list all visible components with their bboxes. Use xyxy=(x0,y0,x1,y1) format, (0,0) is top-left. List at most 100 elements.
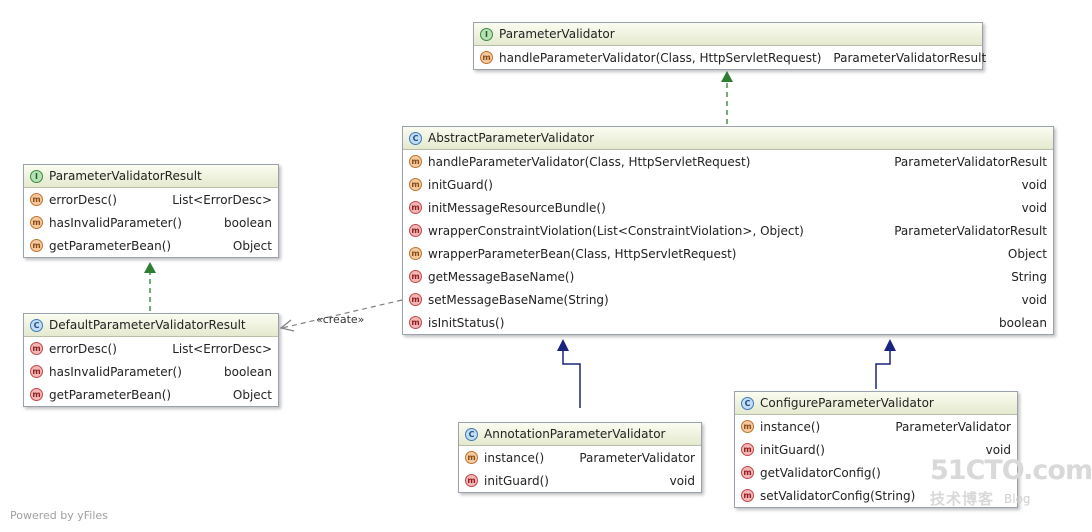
create-dependency-arrowhead xyxy=(279,319,295,332)
method-row[interactable]: m getParameterBean() Object xyxy=(24,383,278,406)
class-header: C AbstractParameterValidator xyxy=(403,127,1053,150)
create-edge-label: «create» xyxy=(316,313,365,326)
method-signature: wrapperParameterBean(Class, HttpServletR… xyxy=(428,246,737,261)
class-header: I ParameterValidatorResult xyxy=(24,165,278,188)
method-signature: errorDesc() xyxy=(49,341,117,356)
method-signature: setMessageBaseName(String) xyxy=(428,292,609,307)
method-icon: m xyxy=(409,155,422,168)
method-signature: instance() xyxy=(484,450,545,465)
method-row[interactable]: m instance() ParameterValidator xyxy=(459,446,701,469)
method-icon: m xyxy=(741,443,754,456)
method-signature: initGuard() xyxy=(484,473,549,488)
method-signature: handleParameterValidator(Class, HttpServ… xyxy=(499,50,822,65)
method-signature: setValidatorConfig(String) xyxy=(760,488,916,503)
method-row[interactable]: m hasInvalidParameter() boolean xyxy=(24,360,278,383)
method-icon: m xyxy=(30,365,43,378)
method-row[interactable]: m hasInvalidParameter() boolean xyxy=(24,211,278,234)
method-icon: m xyxy=(409,316,422,329)
method-icon: m xyxy=(409,293,422,306)
interface-icon: I xyxy=(480,27,493,41)
class-node-abstractparametervalidator[interactable]: C AbstractParameterValidator m handlePar… xyxy=(402,126,1054,335)
method-signature: wrapperConstraintViolation(List<Constrai… xyxy=(428,223,804,238)
class-name: ParameterValidator xyxy=(499,27,615,41)
method-icon: m xyxy=(30,388,43,401)
method-icon: m xyxy=(409,247,422,260)
method-row[interactable]: m wrapperConstraintViolation(List<Constr… xyxy=(403,219,1053,242)
method-icon: m xyxy=(741,420,754,433)
class-header: C DefaultParameterValidatorResult xyxy=(24,314,278,337)
method-row[interactable]: m getValidatorConfig() xyxy=(735,461,1017,484)
method-signature: handleParameterValidator(Class, HttpServ… xyxy=(428,154,751,169)
realization-arrowhead-1 xyxy=(721,71,733,82)
method-icon: m xyxy=(409,224,422,237)
method-return-type: boolean xyxy=(224,215,272,230)
inheritance-edge-configure xyxy=(875,350,891,389)
class-node-configureparametervalidator[interactable]: C ConfigureParameterValidator m instance… xyxy=(734,391,1018,508)
method-icon: m xyxy=(30,193,43,206)
yfiles-credit: Powered by yFiles xyxy=(10,509,108,522)
class-header: I ParameterValidator xyxy=(474,23,982,46)
inheritance-edge-annotation xyxy=(562,350,581,408)
class-name: ConfigureParameterValidator xyxy=(760,396,934,410)
method-return-type: void xyxy=(1021,200,1047,215)
watermark-blog-text: Blog xyxy=(1004,491,1031,506)
method-icon: m xyxy=(30,216,43,229)
method-row[interactable]: m initGuard() void xyxy=(735,438,1017,461)
method-row[interactable]: m initMessageResourceBundle() void xyxy=(403,196,1053,219)
method-return-type: String xyxy=(1011,269,1047,284)
method-signature: errorDesc() xyxy=(49,192,117,207)
class-node-defaultparametervalidatorresult[interactable]: C DefaultParameterValidatorResult m erro… xyxy=(23,313,279,407)
inheritance-arrowhead-annotation xyxy=(557,339,569,351)
class-icon: C xyxy=(465,427,478,441)
class-icon: C xyxy=(30,318,43,332)
inheritance-arrowhead-configure xyxy=(884,339,896,351)
method-signature: hasInvalidParameter() xyxy=(49,215,182,230)
method-return-type: Object xyxy=(232,387,272,402)
method-row[interactable]: m handleParameterValidator(Class, HttpSe… xyxy=(403,150,1053,173)
method-return-type: ParameterValidatorResult xyxy=(894,154,1047,169)
method-signature: instance() xyxy=(760,419,821,434)
method-signature: hasInvalidParameter() xyxy=(49,364,182,379)
method-signature: isInitStatus() xyxy=(428,315,505,330)
watermark-cn-text: 技术博客 xyxy=(930,490,995,508)
method-row[interactable]: m setValidatorConfig(String) xyxy=(735,484,1017,507)
method-signature: initGuard() xyxy=(428,177,493,192)
method-row[interactable]: m initGuard() void xyxy=(403,173,1053,196)
method-signature: initMessageResourceBundle() xyxy=(428,200,606,215)
class-node-annotationparametervalidator[interactable]: C AnnotationParameterValidator m instanc… xyxy=(458,422,702,493)
method-return-type: List<ErrorDesc> xyxy=(172,192,272,207)
class-name: DefaultParameterValidatorResult xyxy=(49,318,246,332)
method-icon: m xyxy=(409,270,422,283)
method-return-type: Object xyxy=(1007,246,1047,261)
method-icon: m xyxy=(741,489,754,502)
interface-icon: I xyxy=(30,169,43,183)
class-name: AbstractParameterValidator xyxy=(428,131,595,145)
method-row[interactable]: m getMessageBaseName() String xyxy=(403,265,1053,288)
method-icon: m xyxy=(465,451,478,464)
method-return-type: ParameterValidatorResult xyxy=(894,223,1047,238)
method-row[interactable]: m initGuard() void xyxy=(459,469,701,492)
method-row[interactable]: m isInitStatus() boolean xyxy=(403,311,1053,334)
watermark-subline: 技术博客 Blog xyxy=(930,488,1060,509)
method-signature: getMessageBaseName() xyxy=(428,269,575,284)
method-row[interactable]: m getParameterBean() Object xyxy=(24,234,278,257)
method-row[interactable]: m instance() ParameterValidator xyxy=(735,415,1017,438)
class-name: ParameterValidatorResult xyxy=(49,169,202,183)
method-signature: getParameterBean() xyxy=(49,387,172,402)
class-node-parametervalidatorresult[interactable]: I ParameterValidatorResult m errorDesc()… xyxy=(23,164,279,258)
method-row[interactable]: m wrapperParameterBean(Class, HttpServle… xyxy=(403,242,1053,265)
method-signature: initGuard() xyxy=(760,442,825,457)
class-node-parametervalidator[interactable]: I ParameterValidator m handleParameterVa… xyxy=(473,22,986,70)
method-row[interactable]: m errorDesc() List<ErrorDesc> xyxy=(24,337,278,360)
method-return-type: boolean xyxy=(999,315,1047,330)
create-dependency-edge xyxy=(281,299,403,329)
method-return-type: ParameterValidator xyxy=(895,419,1011,434)
method-row[interactable]: m handleParameterValidator(Class, HttpSe… xyxy=(474,46,986,69)
method-row[interactable]: m errorDesc() List<ErrorDesc> xyxy=(24,188,278,211)
method-row[interactable]: m setMessageBaseName(String) void xyxy=(403,288,1053,311)
method-return-type: void xyxy=(1021,292,1047,307)
method-icon: m xyxy=(30,342,43,355)
watermark-logo-text: 51CTO.com xyxy=(930,455,1092,486)
method-return-type: boolean xyxy=(224,364,272,379)
